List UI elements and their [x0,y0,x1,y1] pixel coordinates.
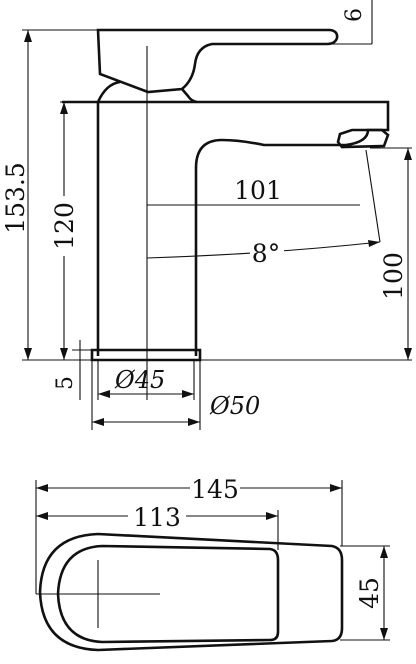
spout-aerator [336,128,390,149]
dim-spout-height: 120 [50,102,79,360]
side-view: 6 153.5 120 101 8° [1,0,412,430]
dim-base-inner: Ø45 [97,360,195,400]
plan-inner-body [56,544,280,644]
dim-spout-reach: 101 [234,176,282,205]
dim-base-outer-label: Ø50 [209,392,260,420]
dim-base-outer: Ø50 [91,360,260,430]
handle-bonnet-right [181,88,198,104]
dim-width-label: 45 [355,577,384,609]
plan-outer-body [38,532,344,652]
dim-top-offset-label: 6 [342,8,367,22]
dim-body-length-label: 113 [133,503,181,532]
plan-view: 145 113 45 [35,474,390,652]
dim-base-thickness-label: 5 [53,376,78,390]
dim-spout-reach-label: 101 [234,176,282,205]
handle-lever [96,28,339,94]
spout-body [62,100,390,356]
dim-outlet-height-label: 100 [379,252,408,300]
dim-width: 45 [355,546,388,640]
dim-total-length-label: 145 [191,475,239,504]
handle-bonnet [96,80,121,103]
dim-total-height-label: 153.5 [1,162,30,234]
dim-body-length: 113 [36,502,278,532]
dim-base-thickness: 5 [53,340,92,400]
base-plate [90,348,202,362]
faucet-side-outline [62,28,390,362]
dim-spout-height-label: 120 [50,202,79,250]
dim-total-height: 153.5 [1,30,32,360]
dim-top-offset: 6 [342,0,373,44]
angle-line [365,149,381,243]
dim-total-length: 145 [36,474,342,504]
plan-construction-lines [35,480,390,641]
dim-angle: 8° [146,236,381,268]
dim-base-inner-label: Ø45 [114,366,165,394]
faucet-plan-outline [38,532,344,652]
dim-outlet-height: 100 [379,148,412,360]
dim-angle-label: 8° [252,239,280,268]
